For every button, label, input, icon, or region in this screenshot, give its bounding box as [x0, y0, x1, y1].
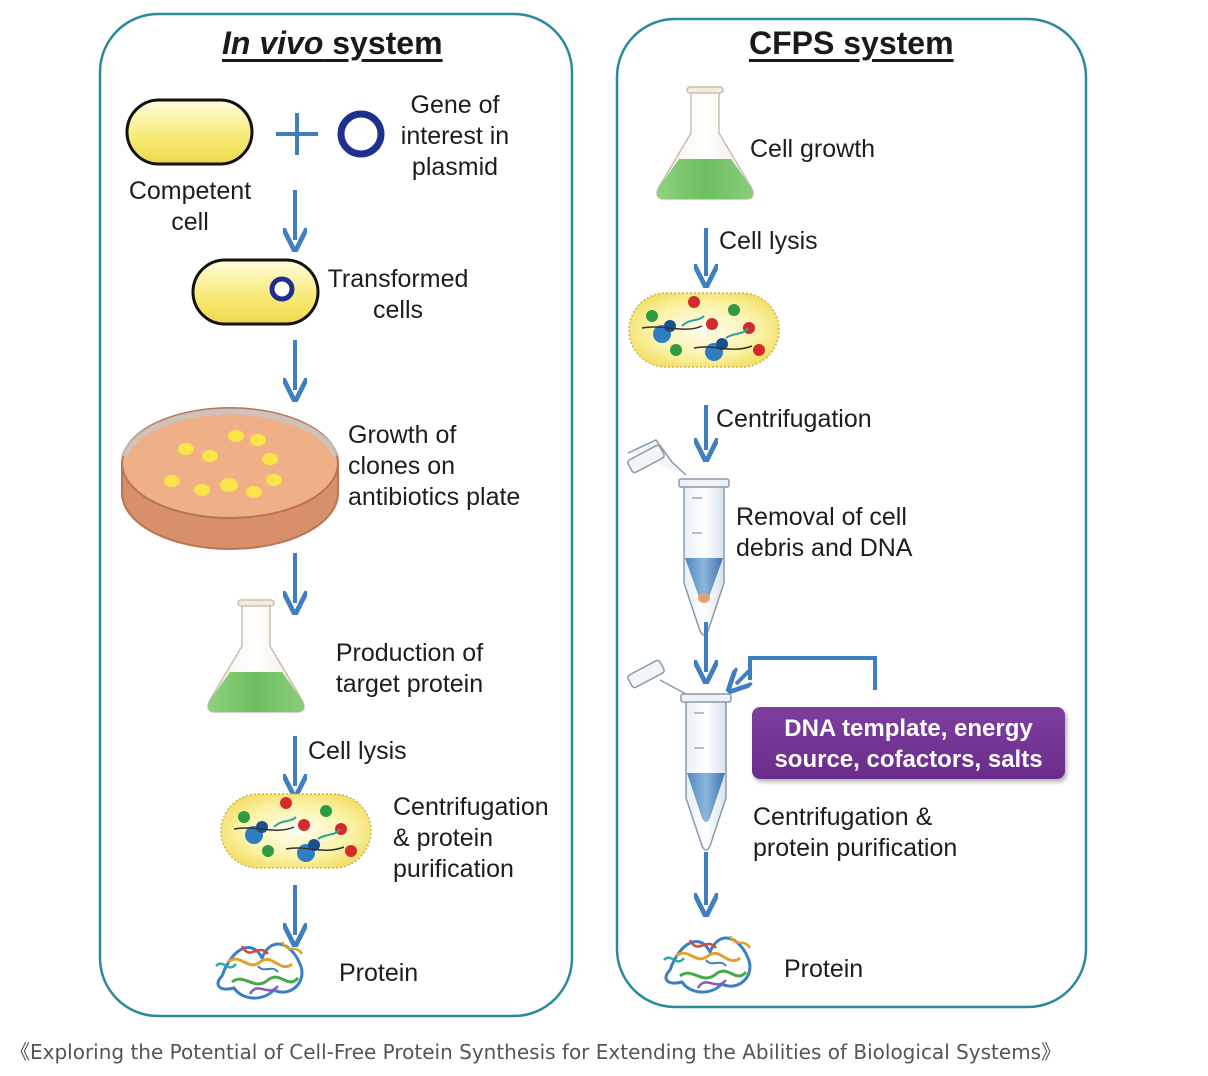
- growth-of-clones-label: Growth of clones on antibiotics plate: [348, 421, 521, 511]
- removal-label: Removal of cell debris and DNA: [736, 503, 913, 562]
- reaction-tube-icon: [627, 659, 732, 851]
- cfps-centrifugation-purification-label: Centrifugation & protein purification: [753, 803, 958, 862]
- cfps-cell-lysis-label: Cell lysis: [719, 227, 818, 255]
- cell-growth-label: Cell growth: [750, 135, 876, 163]
- source-caption: 《Exploring the Potential of Cell-Free Pr…: [10, 1040, 1062, 1064]
- additives-arrow: [736, 670, 750, 684]
- plasmid-in-cell-icon: [269, 276, 295, 302]
- centrifugation-label: Centrifugation: [716, 405, 872, 433]
- production-label: Production of target protein: [335, 639, 484, 698]
- removal-tube-icon: [627, 439, 730, 636]
- cell-lysis-label: Cell lysis: [308, 737, 407, 765]
- cfps-title: CFPS system: [749, 25, 954, 61]
- in-vivo-title: In vivo system: [222, 25, 443, 61]
- protein-label: Protein: [339, 959, 419, 987]
- competent-cell-shape: [125, 98, 254, 166]
- plus-sign: [276, 113, 318, 155]
- cell-lysate-icon: [220, 793, 372, 869]
- gene-of-interest-label: Gene of interest in plasmid: [400, 91, 510, 181]
- competent-cell-label: Competent cell: [128, 177, 252, 236]
- plasmid-icon: [337, 110, 385, 158]
- petri-dish-icon: [121, 407, 339, 550]
- centrifugation-purification-label: Centrifugation & protein purification: [393, 793, 549, 883]
- additives-box: DNA template, energy source, cofactors, …: [752, 707, 1065, 779]
- cfps-protein-label: Protein: [784, 955, 864, 983]
- transformed-cell-shape: [191, 258, 320, 326]
- cfps-lysate-icon: [628, 292, 780, 368]
- transformed-cells-label: Transformed cells: [327, 265, 469, 324]
